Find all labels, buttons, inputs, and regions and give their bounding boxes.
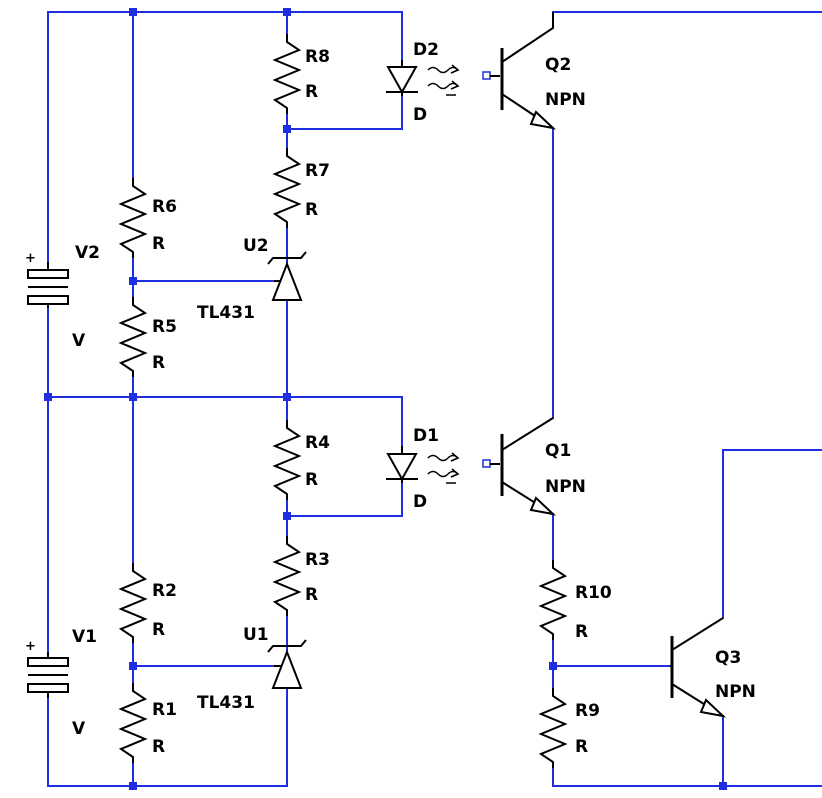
led-d2-symbol xyxy=(386,60,418,96)
junction-dot xyxy=(129,393,137,401)
r5-name: R5 xyxy=(152,317,177,337)
junctions xyxy=(44,8,727,790)
resistor-r9-symbol xyxy=(538,688,568,768)
junction-dot xyxy=(283,512,291,520)
r2-name: R2 xyxy=(152,581,177,601)
r9-value: R xyxy=(575,737,588,757)
r4-name: R4 xyxy=(305,433,330,453)
led-d1-symbol xyxy=(386,446,418,483)
v2-plus-sign: + xyxy=(25,251,36,266)
r8-value: R xyxy=(305,82,318,102)
r7-value: R xyxy=(305,200,318,220)
r3-name: R3 xyxy=(305,550,330,570)
junction-dot xyxy=(44,393,52,401)
resistor-r3-symbol xyxy=(272,536,302,616)
q1-value: NPN xyxy=(545,477,586,497)
resistor-r5-symbol xyxy=(118,297,148,377)
r6-value: R xyxy=(152,234,165,254)
d2-value: D xyxy=(413,105,427,125)
junction-dot xyxy=(283,8,291,16)
q2-name: Q2 xyxy=(545,55,571,75)
q1-name: Q1 xyxy=(545,441,571,461)
r8-name: R8 xyxy=(305,47,330,67)
resistors xyxy=(118,34,568,768)
r6-name: R6 xyxy=(152,197,177,217)
r3-value: R xyxy=(305,585,318,605)
resistor-r7-symbol xyxy=(272,148,302,228)
wires xyxy=(47,11,822,787)
resistor-r2-symbol xyxy=(118,563,148,643)
v1-name: V1 xyxy=(72,627,97,647)
junction-dot xyxy=(719,782,727,790)
r4-value: R xyxy=(305,470,318,490)
u1-name: U1 xyxy=(243,625,269,645)
q2-value: NPN xyxy=(545,90,586,110)
q3-name: Q3 xyxy=(715,648,741,668)
r7-name: R7 xyxy=(305,161,330,181)
junction-dot xyxy=(129,277,137,285)
v2-value: V xyxy=(72,331,86,351)
u2-name: U2 xyxy=(243,236,269,256)
battery-v2-symbol xyxy=(27,262,69,308)
r5-value: R xyxy=(152,353,165,373)
wire-d2-bot xyxy=(286,95,403,130)
tl431-u1-symbol xyxy=(267,639,307,689)
light-arrows-d1 xyxy=(427,452,460,484)
junction-dot xyxy=(283,393,291,401)
d1-name: D1 xyxy=(413,426,439,446)
resistor-r10-symbol xyxy=(538,560,568,640)
junction-dot xyxy=(549,662,557,670)
battery-v1-symbol xyxy=(27,652,69,698)
r2-value: R xyxy=(152,620,165,640)
transistor-q1-symbol xyxy=(482,417,557,516)
r9-name: R9 xyxy=(575,701,600,721)
junction-dot xyxy=(129,782,137,790)
transistor-q2-symbol xyxy=(482,12,557,130)
resistor-r4-symbol xyxy=(272,420,302,500)
r10-name: R10 xyxy=(575,583,612,603)
q3-value: NPN xyxy=(715,682,756,702)
v2-name: V2 xyxy=(75,243,100,263)
d1-value: D xyxy=(413,492,427,512)
junction-dot xyxy=(283,125,291,133)
wire-d1-bot xyxy=(286,482,403,517)
r1-name: R1 xyxy=(152,700,177,720)
resistor-r6-symbol xyxy=(118,178,148,258)
u1-value: TL431 xyxy=(197,693,255,713)
resistor-r8-symbol xyxy=(272,34,302,114)
v1-value: V xyxy=(72,719,86,739)
v1-plus-sign: + xyxy=(25,639,36,654)
junction-dot xyxy=(129,8,137,16)
r10-value: R xyxy=(575,622,588,642)
light-arrows-d2 xyxy=(427,64,460,96)
resistor-r1-symbol xyxy=(118,683,148,763)
r1-value: R xyxy=(152,737,165,757)
d2-name: D2 xyxy=(413,40,439,60)
tl431-u2-symbol xyxy=(267,251,307,301)
junction-dot xyxy=(129,662,137,670)
transistor-q3-symbol xyxy=(670,617,727,718)
u2-value: TL431 xyxy=(197,303,255,323)
